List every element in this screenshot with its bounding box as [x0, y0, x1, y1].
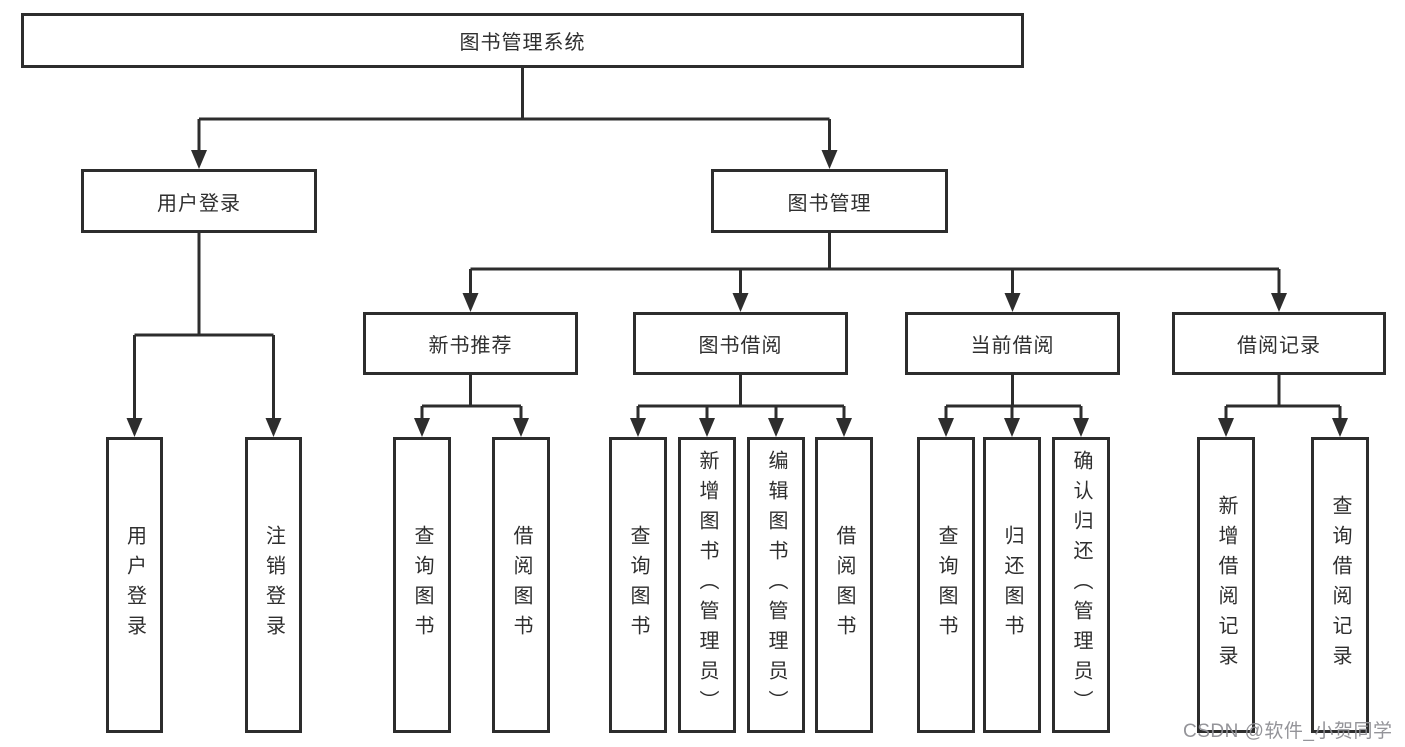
leaf-query-books-borrowing: 查询图书: [609, 437, 667, 733]
node-label: 当前借阅: [970, 335, 1055, 357]
leaf-user-login: 用户登录: [106, 437, 163, 733]
leaf-return-books: 归还图书: [983, 437, 1041, 733]
leaf-add-books-admin: 新增图书（管理员）: [678, 437, 736, 733]
leaf-query-books-recommend: 查询图书: [393, 437, 451, 733]
node-label: 图书管理: [787, 192, 872, 215]
connector-bookmgmt-to-level3: [469, 233, 1281, 308]
arrowhead: [126, 418, 143, 437]
connector-newbookrec-to-leaves: [420, 375, 523, 433]
arrowheads: [126, 150, 1348, 437]
arrowhead: [1271, 293, 1287, 312]
node-library-management-system: 图书管理系统: [21, 13, 1024, 68]
node-label: 借阅图书: [833, 525, 855, 645]
arrowhead: [768, 418, 784, 437]
node-book-management: 图书管理: [711, 169, 948, 233]
arrowhead: [265, 418, 282, 437]
arrowhead: [836, 418, 852, 437]
node-label: 确认归还（管理员）: [1070, 450, 1092, 720]
node-label: 新书推荐: [428, 335, 513, 357]
leaf-query-borrowing-record: 查询借阅记录: [1311, 437, 1369, 733]
arrowhead: [462, 293, 479, 312]
node-label: 新增图书（管理员）: [696, 450, 718, 720]
arrowhead: [191, 150, 207, 169]
node-label: 用户登录: [157, 192, 241, 215]
node-label: 借阅记录: [1237, 335, 1321, 357]
node-current-borrowing: 当前借阅: [905, 312, 1120, 375]
node-label: 图书借阅: [698, 335, 783, 357]
node-label: 查询图书: [411, 525, 433, 645]
leaf-confirm-return-admin: 确认归还（管理员）: [1052, 437, 1110, 733]
node-label: 借阅图书: [510, 525, 532, 645]
node-borrowing-records: 借阅记录: [1172, 312, 1386, 375]
leaf-borrow-books-recommend: 借阅图书: [492, 437, 550, 733]
arrowhead: [732, 293, 749, 312]
arrowhead: [513, 418, 529, 437]
arrowhead: [699, 418, 715, 437]
leaf-logout: 注销登录: [245, 437, 302, 733]
connector-root-to-level2: [197, 68, 831, 165]
arrowhead: [1004, 293, 1021, 312]
arrowhead: [1332, 418, 1348, 437]
arrowhead: [938, 418, 954, 437]
csdn-watermark: CSDN @软件_小贺同学: [1183, 721, 1393, 742]
node-label: 图书管理系统: [459, 32, 586, 54]
arrowhead: [821, 150, 838, 169]
leaf-add-borrowing-record: 新增借阅记录: [1197, 437, 1255, 733]
connector-borrowrecords-to-leaves: [1224, 375, 1342, 433]
node-label: 编辑图书（管理员）: [765, 450, 787, 720]
leaf-edit-books-admin: 编辑图书（管理员）: [747, 437, 805, 733]
leaf-borrow-books: 借阅图书: [815, 437, 873, 733]
arrowhead: [630, 418, 646, 437]
node-label: 查询图书: [935, 525, 957, 645]
node-label: 用户登录: [123, 525, 146, 645]
node-user-login: 用户登录: [81, 169, 317, 233]
node-label: 新增借阅记录: [1215, 495, 1237, 675]
node-label: 查询借阅记录: [1329, 495, 1351, 675]
node-label: 查询图书: [627, 525, 649, 645]
connector-bookborrow-to-leaves: [636, 375, 846, 433]
arrowhead: [414, 418, 430, 437]
leaf-query-books-current: 查询图书: [917, 437, 975, 733]
node-label: 归还图书: [1001, 525, 1023, 645]
arrowhead: [1004, 418, 1020, 437]
arrowhead: [1073, 418, 1089, 437]
connector-userlogin-to-leaves: [133, 233, 275, 433]
node-new-book-recommend: 新书推荐: [363, 312, 578, 375]
arrowhead: [1218, 418, 1234, 437]
node-book-borrowing: 图书借阅: [633, 312, 848, 375]
node-label: 注销登录: [262, 525, 285, 645]
